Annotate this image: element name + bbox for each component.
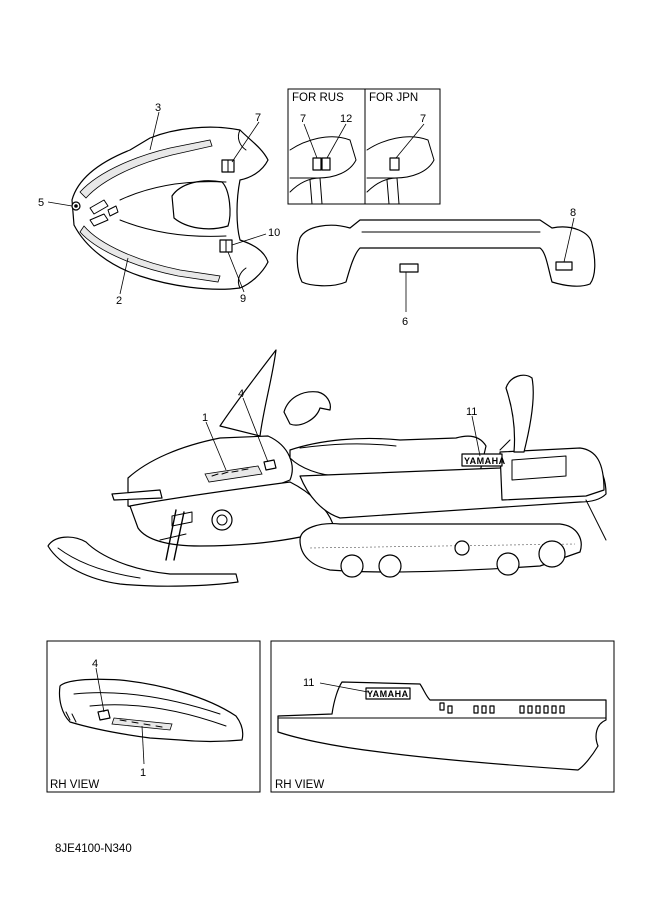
hood-top-view xyxy=(71,126,269,290)
for-jpn-label: FOR JPN xyxy=(369,92,418,104)
callout-2: 2 xyxy=(116,295,122,307)
callout-main-1: 1 xyxy=(202,412,208,424)
hood-callouts: 3 7 5 10 2 9 xyxy=(38,102,280,307)
snowmobile-side-view: YAMAHA xyxy=(47,349,607,587)
rear-fender: 8 6 xyxy=(296,207,596,328)
region-inset: FOR RUS FOR JPN 7 12 7 xyxy=(287,88,441,205)
callout-rus-7: 7 xyxy=(300,113,306,125)
callout-main-11: 11 xyxy=(466,406,477,418)
rh-view-label-left: RH VIEW xyxy=(50,779,99,791)
callout-5: 5 xyxy=(38,197,44,209)
for-rus-label: FOR RUS xyxy=(292,92,344,104)
rh-view-label-right: RH VIEW xyxy=(275,779,324,791)
side-view-callouts: 1 4 11 xyxy=(202,388,481,471)
rh-view-hood-box: 4 1 RH VIEW xyxy=(46,640,261,793)
callout-rh-11: 11 xyxy=(303,677,314,689)
callout-rh-1: 1 xyxy=(140,767,146,779)
callout-7: 7 xyxy=(255,112,261,124)
rh-view-tunnel-box: YAMAHA 11 RH VIEW xyxy=(270,640,615,793)
callout-9: 9 xyxy=(240,293,246,305)
callout-main-4: 4 xyxy=(238,388,244,400)
callout-3: 3 xyxy=(155,102,161,114)
callout-6: 6 xyxy=(402,316,408,328)
callout-8: 8 xyxy=(570,207,576,219)
callout-rus-12: 12 xyxy=(340,113,352,125)
yamaha-logo-rh: YAMAHA xyxy=(367,689,409,699)
part-code: 8JE4100-N340 xyxy=(55,843,132,855)
callout-10: 10 xyxy=(268,227,280,239)
yamaha-logo-main: YAMAHA xyxy=(464,456,506,466)
callout-rh-4: 4 xyxy=(92,658,98,670)
callout-jpn-7: 7 xyxy=(420,113,426,125)
